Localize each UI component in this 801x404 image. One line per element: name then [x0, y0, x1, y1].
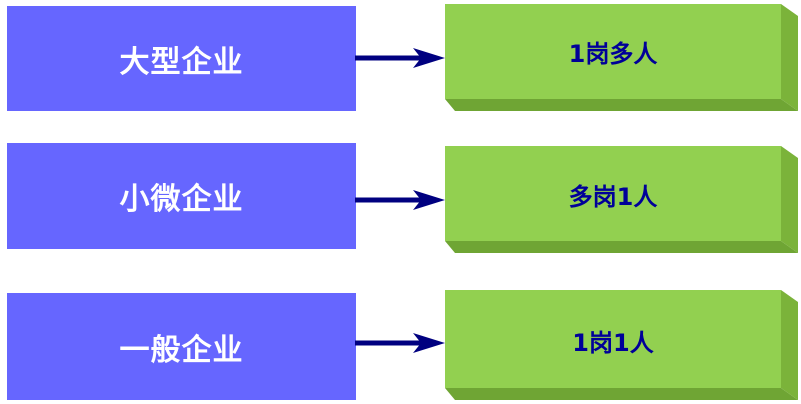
enterprise-label: 小微企业	[119, 182, 244, 217]
right-arrow-icon	[355, 190, 445, 210]
right-arrow-icon	[355, 333, 445, 353]
arrangement-label: 1岗多人	[568, 39, 658, 68]
enterprise-label: 大型企业	[119, 44, 244, 80]
right-arrow-icon	[355, 48, 445, 68]
arrangement-block-large: 1岗多人	[445, 4, 798, 111]
arrangement-label: 1岗1人	[572, 328, 654, 357]
arrangement-block-small-micro: 多岗1人	[445, 146, 798, 253]
arrangement-label: 多岗1人	[568, 182, 658, 211]
enterprise-box-small-micro: 小微企业	[7, 143, 356, 249]
enterprise-label: 一般企业	[119, 332, 244, 368]
arrangement-block-general: 1岗1人	[445, 290, 798, 400]
enterprise-box-large: 大型企业	[7, 6, 356, 111]
enterprise-box-general: 一般企业	[7, 293, 356, 400]
